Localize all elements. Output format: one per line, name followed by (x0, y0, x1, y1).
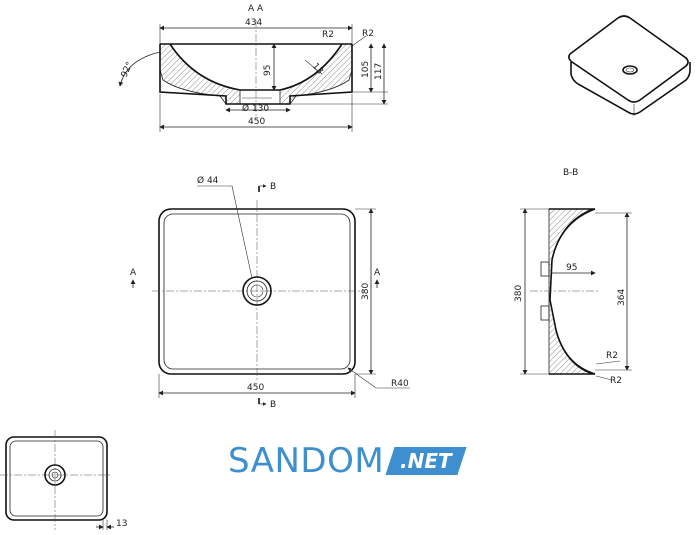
aa-drain-diameter: Ø 130 (242, 103, 269, 114)
brand-suffix: .NET (400, 449, 452, 473)
aa-radius-left: R2 (322, 30, 334, 40)
bb-inner-depth: 95 (566, 263, 577, 273)
plan-depth: 380 (361, 283, 371, 300)
plan-section-marker-bottom: B (270, 400, 276, 410)
plan-hole-diameter: Ø 44 (197, 175, 219, 186)
iso-view (568, 15, 691, 116)
section-aa-title: A A (248, 4, 264, 14)
plan-corner-radius: R40 (391, 379, 409, 389)
aa-top-width: 434 (245, 18, 262, 28)
section-bb-title: B-B (563, 168, 578, 178)
aa-height-total: 117 (374, 63, 384, 80)
detail-wall-thickness: 13 (116, 519, 127, 529)
plan-marker-right: A (374, 268, 381, 278)
brand-name: SANDOM (228, 441, 385, 481)
section-bb-view: B-B 380 364 95 R2 R2 (514, 168, 632, 386)
detail-view: 13 (0, 430, 127, 530)
plan-width: 450 (247, 383, 264, 393)
section-aa-view: A A 434 R2 R2 Ø 130 450 95 13 (118, 4, 388, 132)
bb-radius-bottom: R2 (610, 376, 622, 386)
bb-depth-inner: 364 (617, 289, 627, 306)
plan-marker-left: A (130, 268, 137, 278)
bb-radius-top: R2 (606, 351, 618, 361)
aa-height-outer: 105 (361, 61, 371, 78)
aa-radius-right: R2 (362, 29, 374, 39)
aa-depth-inner: 95 (263, 65, 273, 76)
brand-logo: SANDOM .NET (228, 441, 467, 481)
bb-depth-outer: 380 (514, 285, 524, 302)
plan-view: Ø 44 B B A A 450 380 R40 (130, 175, 410, 410)
brand-badge: .NET (385, 447, 467, 475)
aa-bottom-width: 450 (248, 117, 265, 127)
plan-section-marker-top: B (270, 182, 276, 192)
aa-angle: 92° (120, 61, 136, 80)
